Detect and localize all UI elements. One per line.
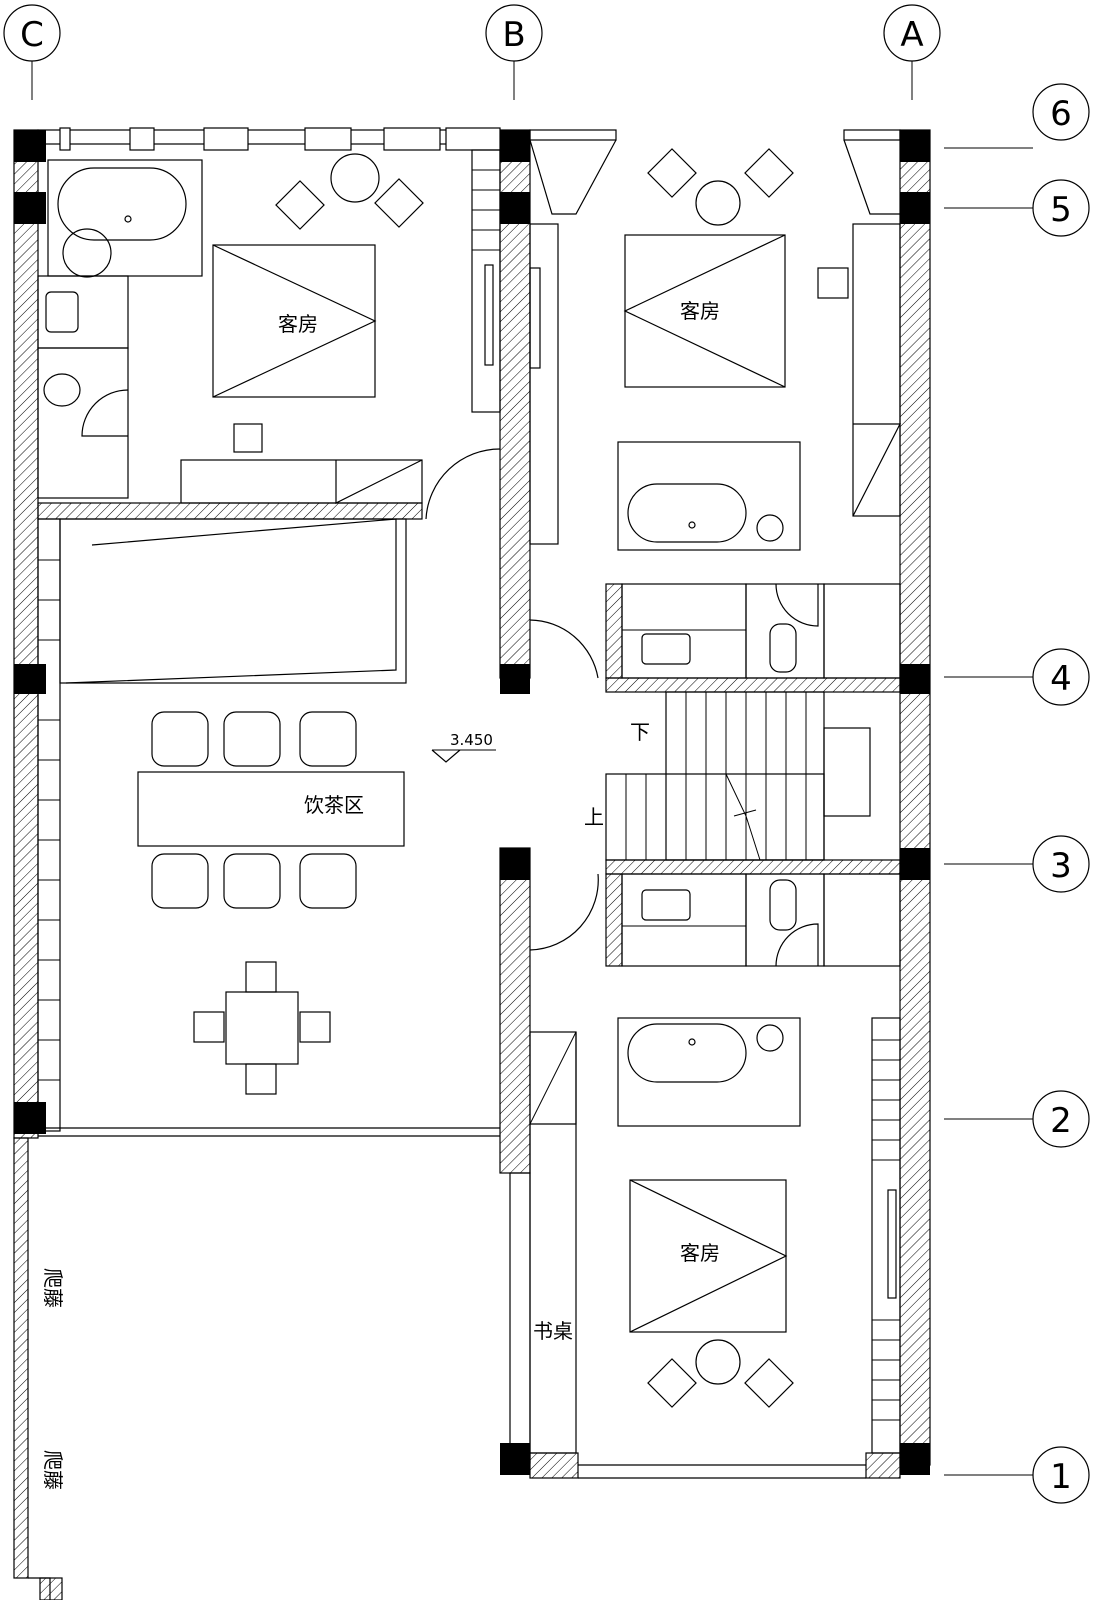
top-window: [59, 127, 501, 151]
closet-hangers-bottom-right: [872, 1039, 900, 1421]
courtyard-plants: 爬藤 爬藤: [41, 1268, 65, 1490]
room-label-top-right: 客房: [680, 299, 720, 323]
left-shelf-dividers: [38, 559, 60, 1081]
staircase: 下 上: [584, 691, 871, 861]
room-label-tea-area: 饮茶区: [304, 793, 364, 817]
guest-room-top-right: 客房: [529, 139, 901, 679]
tea-chairs-top: [151, 711, 357, 767]
axis-column-b: B: [485, 4, 543, 100]
axis-label-6: 6: [1050, 94, 1072, 134]
level-mark: 3.450: [450, 731, 493, 749]
tea-chairs-bottom: [151, 853, 357, 909]
structural-columns: [14, 130, 930, 1475]
axis-label-c: C: [20, 15, 44, 55]
room-label-desk: 书桌: [533, 1319, 573, 1343]
axis-label-4: 4: [1050, 659, 1072, 699]
stair-treads: [625, 692, 807, 860]
axis-label-2: 2: [1050, 1101, 1072, 1141]
axis-row-6: 6: [944, 83, 1090, 149]
axis-row-5: 5: [944, 179, 1090, 237]
closet-hangers-top-left: [472, 169, 500, 251]
walls: [13, 129, 931, 1600]
axis-label-5: 5: [1050, 190, 1072, 230]
axis-row-2: 2: [944, 1090, 1090, 1148]
climbing-vine-label-1: 爬藤: [41, 1268, 65, 1308]
axis-column-c: C: [3, 4, 61, 100]
guest-room-top-left: 客房: [37, 149, 501, 520]
axis-row-4: 4: [944, 648, 1090, 706]
axis-label-a: A: [900, 15, 923, 55]
axis-row-1: 1: [944, 1446, 1090, 1504]
climbing-vine-label-2: 爬藤: [41, 1450, 65, 1490]
axis-column-a: A: [883, 4, 941, 100]
axis-label-3: 3: [1050, 846, 1072, 886]
room-label-top-left: 客房: [278, 312, 318, 336]
stair-up-label: 上: [584, 805, 604, 829]
axis-label-1: 1: [1050, 1457, 1072, 1497]
room-label-bottom-right: 客房: [680, 1241, 720, 1265]
tea-area: 饮茶区 3.450: [37, 518, 496, 1132]
guest-room-bottom-right: 客房 书桌: [529, 873, 901, 1454]
axis-row-3: 3: [944, 835, 1090, 893]
stair-down-label: 下: [630, 720, 650, 744]
axis-label-b: B: [502, 15, 525, 55]
